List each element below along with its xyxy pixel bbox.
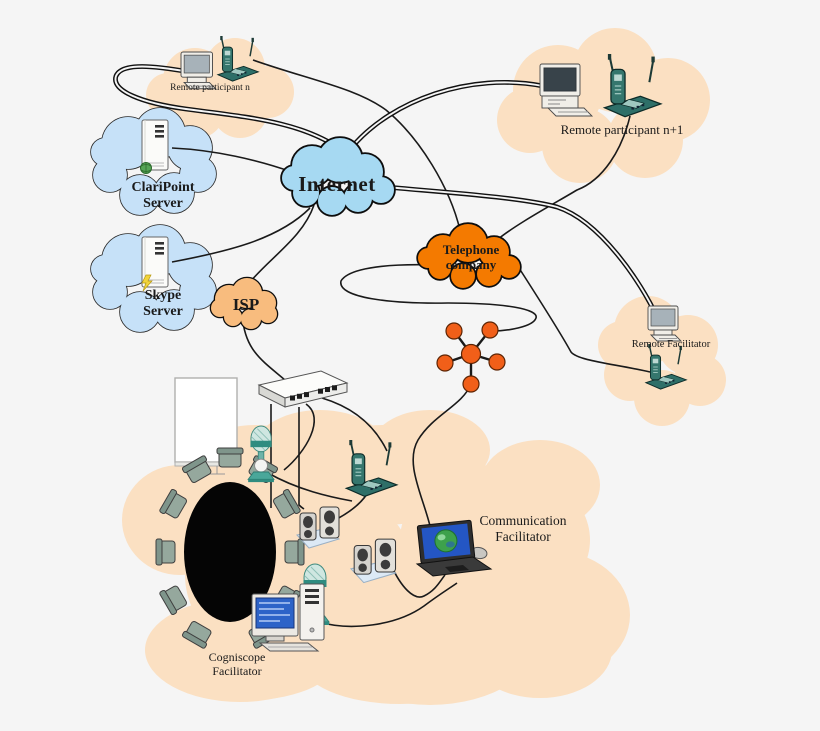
network-switch-icon — [257, 370, 349, 408]
claripoint-server-label: ClariPoint Server — [131, 180, 195, 212]
internet-label: Internet — [298, 172, 376, 196]
skype-server-label: Skype Server — [143, 288, 183, 320]
double-lines — [113, 64, 660, 318]
cogniscope-facilitator-label: Cogniscope Facilitator — [208, 650, 266, 678]
remote-participant-n-label: Remote participant n — [170, 83, 250, 93]
link-switch-phone — [321, 397, 388, 452]
link-isp-switch — [242, 321, 286, 381]
link-telco-rf-phone — [518, 267, 651, 373]
communication-facilitator-label: Communication Facilitator — [479, 513, 567, 544]
star-network-icon — [436, 321, 506, 393]
link-switch-speakers — [298, 407, 305, 510]
remote-participant-n1-cloud — [497, 28, 710, 183]
remote-participant-n1-label: Remote participant n+1 — [560, 122, 684, 137]
link-telco-star-loop — [340, 263, 537, 332]
link-mic1-across — [267, 472, 353, 502]
link-internet-isp — [249, 204, 315, 283]
facilitator-laptop-icon — [415, 519, 493, 577]
link-speakers-b-laptop — [390, 564, 446, 598]
claripoint-server-icon — [140, 119, 169, 174]
link-mic2-laptop — [318, 582, 458, 628]
remote-facilitator-label: Remote Facilitator — [631, 339, 711, 350]
remote-facilitator-computer-icon — [647, 305, 682, 342]
link-star-laptop — [412, 383, 472, 531]
telephone-company-label: Telephone company — [442, 242, 500, 272]
link-switch-mic1 — [283, 403, 316, 471]
remote-facilitator-cloud — [598, 296, 726, 426]
isp-label: ISP — [232, 295, 260, 314]
link-claripoint-internet — [171, 147, 293, 173]
link-skype-internet — [171, 207, 311, 263]
conference-table — [184, 482, 276, 622]
link-rpn1-phone-telco — [496, 115, 631, 241]
cogniscope-computer-icon — [251, 583, 325, 652]
skype-server-icon — [141, 236, 169, 292]
